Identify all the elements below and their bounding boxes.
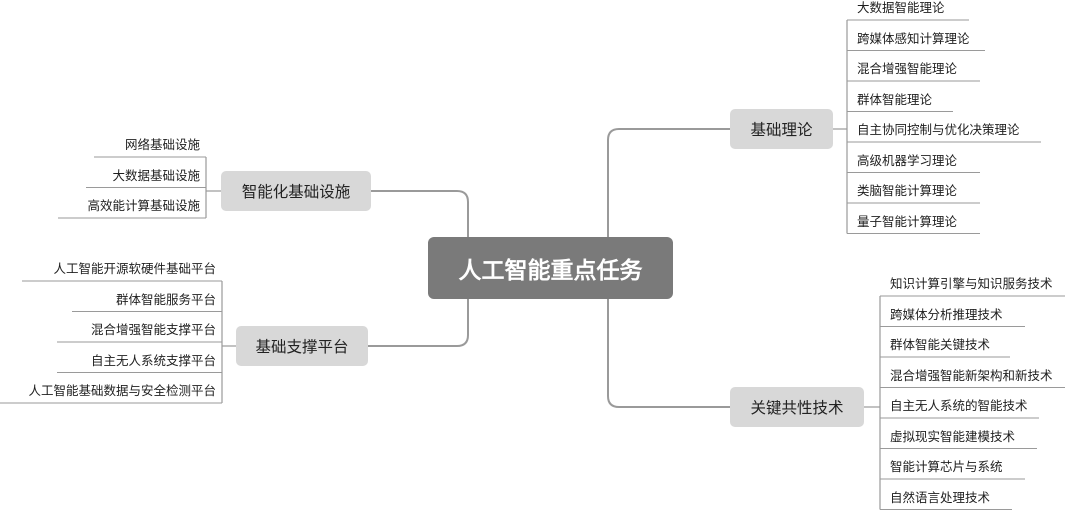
leaf-topic-key_tech-3: 混合增强智能新架构和新技术 [890, 367, 1053, 383]
leaf-topic-basic_theory-1: 跨媒体感知计算理论 [857, 30, 970, 46]
leaf-topic-platform-3: 自主无人系统支撑平台 [90, 352, 216, 368]
connector-center-support-platform [368, 299, 469, 347]
leaf-topic-key_tech-7: 自然语言处理技术 [890, 489, 991, 505]
central-topic: 人工智能重点任务 [428, 237, 673, 299]
leaf-topic-basic_theory-2: 混合增强智能理论 [857, 61, 958, 76]
leaf-topic-key_tech-1: 跨媒体分析推理技术 [890, 306, 1003, 322]
leaf-topic-infra-0: 网络基础设施 [124, 137, 200, 152]
branch-intelligent-infrastructure: 智能化基础设施 [221, 171, 371, 211]
connector-center-basic-theory [607, 128, 730, 237]
leaf-topic-platform-1: 群体智能服务平台 [115, 291, 216, 307]
leaf-topic-basic_theory-6: 类脑智能计算理论 [857, 183, 958, 198]
leaf-topic-basic_theory-0: 大数据智能理论 [857, 0, 945, 15]
leaf-topic-platform-2: 混合增强智能支撑平台 [90, 322, 216, 337]
leaf-topic-basic_theory-4: 自主协同控制与优化决策理论 [857, 122, 1020, 137]
connector-center-infrastructure [371, 190, 469, 237]
leaf-topic-platform-4: 人工智能基础数据与安全检测平台 [28, 383, 216, 398]
leaf-topic-key_tech-2: 群体智能关键技术 [890, 337, 991, 352]
leaf-topic-infra-2: 高效能计算基础设施 [87, 198, 200, 213]
branch-basic-theory: 基础理论 [730, 109, 833, 149]
leaf-topic-key_tech-0: 知识计算引擎与知识服务技术 [890, 276, 1053, 291]
connector-center-key-technologies [607, 299, 730, 408]
leaf-topic-key_tech-5: 虚拟现实智能建模技术 [890, 428, 1016, 444]
branch-key-technologies: 关键共性技术 [730, 387, 864, 427]
leaf-topic-basic_theory-5: 高级机器学习理论 [857, 152, 958, 168]
leaf-topic-infra-1: 大数据基础设施 [112, 167, 200, 183]
leaf-topic-platform-0: 人工智能开源软硬件基础平台 [53, 261, 216, 276]
leaf-topic-basic_theory-7: 量子智能计算理论 [857, 213, 958, 229]
branch-support-platform: 基础支撑平台 [236, 326, 368, 366]
leaf-topic-basic_theory-3: 群体智能理论 [857, 91, 933, 107]
leaf-topic-key_tech-6: 智能计算芯片与系统 [890, 459, 1003, 474]
leaf-topic-key_tech-4: 自主无人系统的智能技术 [890, 398, 1028, 413]
